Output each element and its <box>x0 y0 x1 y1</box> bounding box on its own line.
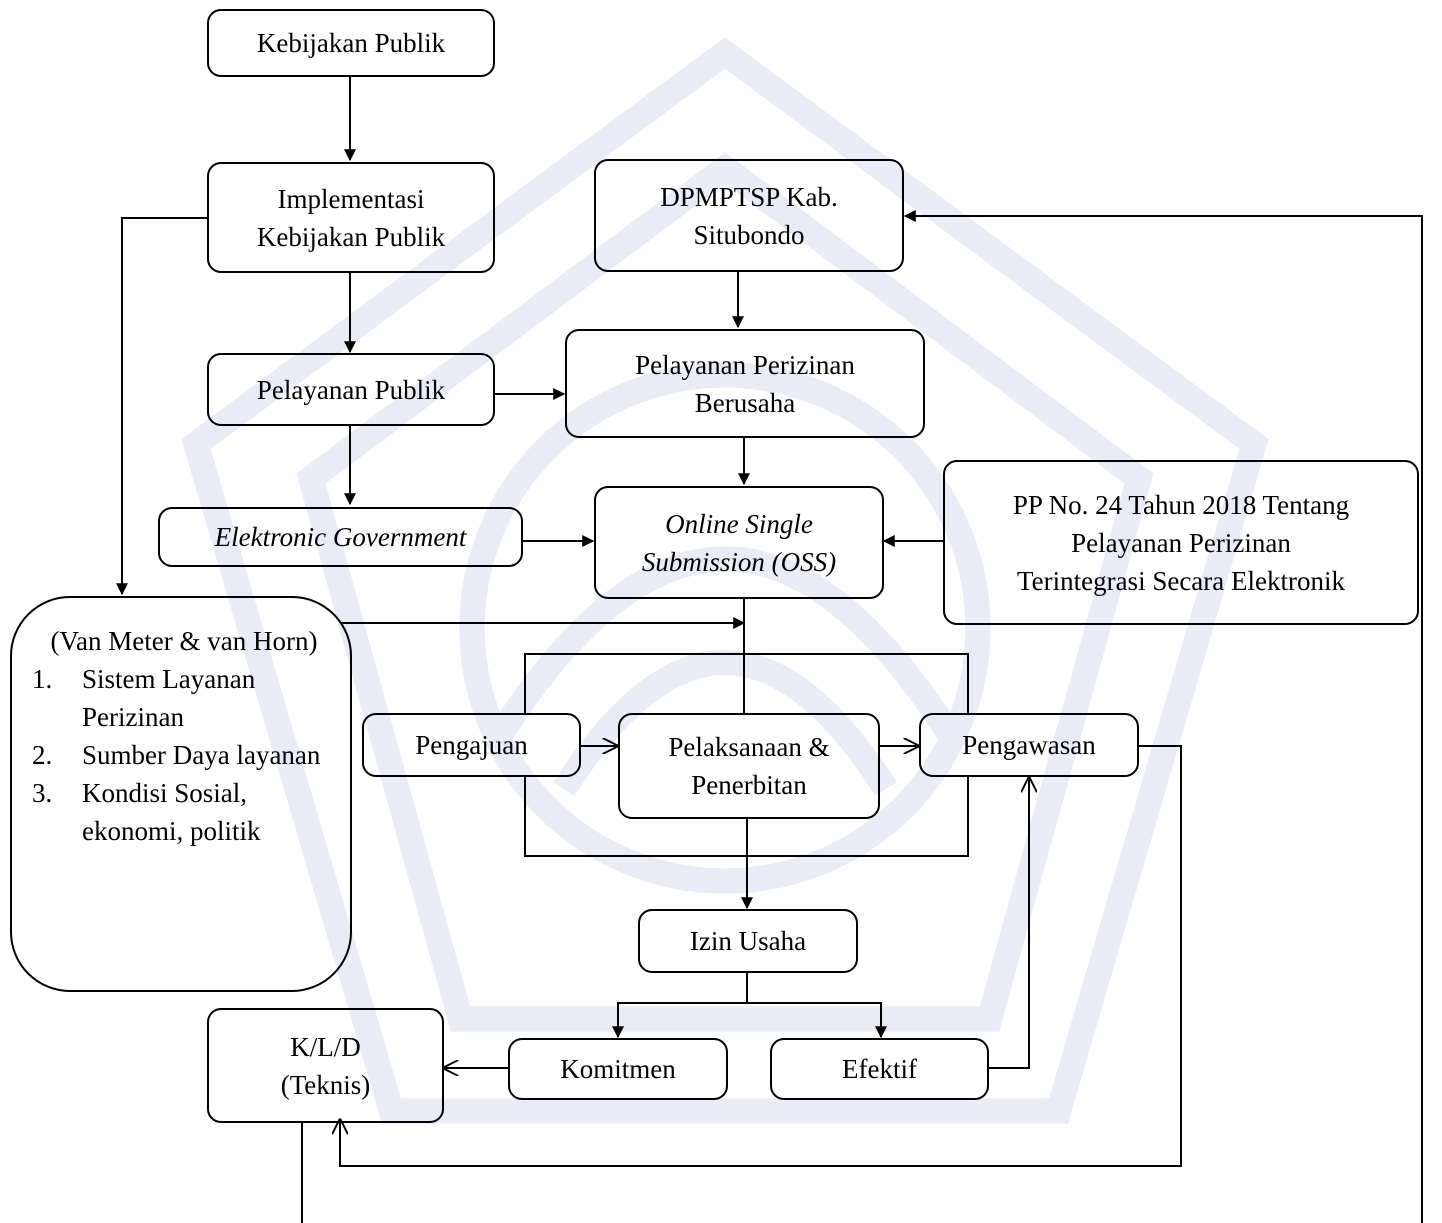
arrow-implementasi-vanmeter <box>116 217 207 596</box>
van-meter-item: 1. Sistem Layanan Perizinan <box>32 660 336 736</box>
label-pengajuan: Pengajuan <box>415 730 528 760</box>
label-komitmen: Komitmen <box>560 1054 676 1084</box>
box-komitmen: Komitmen <box>508 1038 728 1100</box>
label-kld-2: (Teknis) <box>280 1069 371 1100</box>
arrow-feedback-dpmptsp <box>903 210 1423 1223</box>
label-efektif: Efektif <box>842 1054 917 1084</box>
label-pelayanan-perizinan-2: Berusaha <box>694 387 796 418</box>
arrow-izin-komitmen <box>612 1002 747 1039</box>
label-elektronic-government: Elektronic Government <box>214 522 467 552</box>
label-pelayanan-perizinan-1: Pelayanan Perizinan <box>635 349 855 380</box>
label-pp-3: Terintegrasi Secara Elektronik <box>1017 565 1345 596</box>
line-top-loop <box>524 653 969 713</box>
box-implementasi: Implementasi Kebijakan Publik <box>207 162 495 273</box>
box-kld: K/L/D (Teknis) <box>207 1008 444 1123</box>
van-meter-item: 2. Sumber Daya layanan <box>32 736 336 774</box>
box-kebijakan-publik: Kebijakan Publik <box>207 9 495 77</box>
item-number: 1. <box>32 664 53 694</box>
box-pengajuan: Pengajuan <box>362 713 581 777</box>
label-implementasi-1: Implementasi <box>277 183 425 214</box>
label-pp-1: PP No. 24 Tahun 2018 Tentang <box>1012 489 1350 520</box>
van-meter-item: 3. Kondisi Sosial, ekonomi, politik <box>32 774 336 850</box>
label-dpmptsp-2: Situbondo <box>693 219 805 250</box>
arrow-efektif-pengawasan <box>989 778 1029 1069</box>
item-number: 2. <box>32 740 53 770</box>
box-dpmptsp: DPMPTSP Kab. Situbondo <box>594 159 904 272</box>
van-meter-list: 1. Sistem Layanan Perizinan 2. Sumber Da… <box>32 660 336 850</box>
box-pelayanan-publik: Pelayanan Publik <box>207 353 495 426</box>
label-dpmptsp-1: DPMPTSP Kab. <box>660 181 838 212</box>
box-pp-no-24: PP No. 24 Tahun 2018 Tentang Pelayanan P… <box>943 460 1419 625</box>
label-pengawasan: Pengawasan <box>962 730 1096 760</box>
label-oss-1: Online Single <box>665 508 813 539</box>
box-pelayanan-perizinan: Pelayanan Perizinan Berusaha <box>565 329 925 438</box>
box-izin-usaha: Izin Usaha <box>638 909 858 973</box>
box-oss: Online Single Submission (OSS) <box>594 486 884 599</box>
label-pelayanan-publik: Pelayanan Publik <box>256 374 446 405</box>
item-text: Sistem Layanan Perizinan <box>82 664 256 732</box>
item-text: Sumber Daya layanan <box>82 740 321 770</box>
label-oss-2: Submission (OSS) <box>641 546 837 577</box>
label-pp-2: Pelayanan Perizinan <box>1071 527 1291 558</box>
label-kld-1: K/L/D <box>290 1031 361 1062</box>
label-implementasi-2: Kebijakan Publik <box>256 221 446 252</box>
label-kebijakan-publik: Kebijakan Publik <box>256 28 446 58</box>
label-izin-usaha: Izin Usaha <box>689 926 807 956</box>
arrow-pengawasan-kld <box>340 745 1182 1167</box>
box-van-meter: (Van Meter & van Horn) 1. Sistem Layanan… <box>10 596 352 992</box>
item-text: Kondisi Sosial, ekonomi, politik <box>82 778 261 846</box>
item-number: 3. <box>32 778 53 808</box>
label-pelaksanaan-1: Pelaksanaan & <box>668 732 830 762</box>
box-efektif: Efektif <box>770 1038 989 1100</box>
box-elektronic-government: Elektronic Government <box>158 507 523 567</box>
box-pelaksanaan: Pelaksanaan & Penerbitan <box>618 713 880 819</box>
arrow-izin-efektif <box>747 1002 887 1039</box>
label-pelaksanaan-2: Penerbitan <box>691 770 807 800</box>
van-meter-title: (Van Meter & van Horn) <box>50 626 318 656</box>
box-pengawasan: Pengawasan <box>919 713 1139 777</box>
